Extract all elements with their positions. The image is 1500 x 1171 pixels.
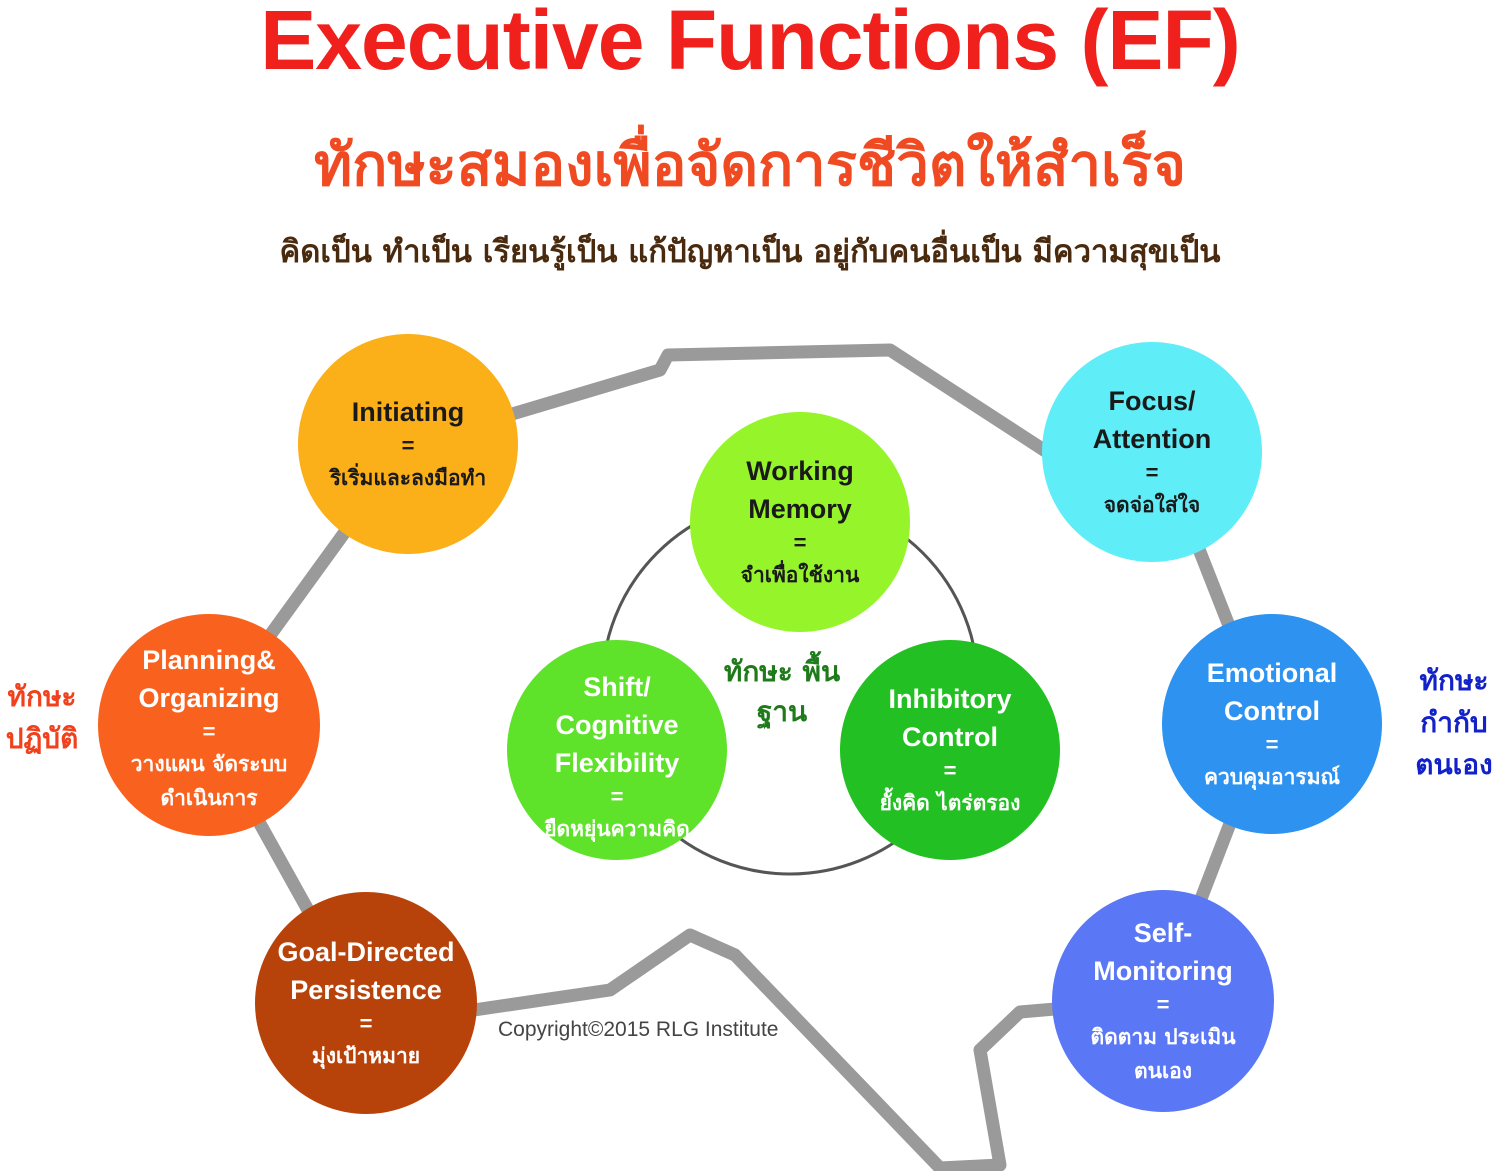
node-inhibitory-equals: = <box>943 758 957 783</box>
label-basic-skills: ทักษะ พื้นฐาน <box>723 655 841 728</box>
node-emotional-equals: = <box>1265 732 1279 757</box>
node-goal-name: Goal-Directed Persistence <box>277 937 455 1005</box>
node-self-monitoring-equals: = <box>1156 992 1170 1017</box>
node-focus-thai: จดจ่อใส่ใจ <box>1103 493 1201 517</box>
label-self-regulation-skills: ทักษะ กำกับ ตนเอง <box>1415 664 1493 781</box>
node-planning-equals: = <box>202 719 216 744</box>
tagline: คิดเป็น ทำเป็น เรียนรู้เป็น แก้ปัญหาเป็น… <box>279 234 1221 270</box>
node-shift-equals: = <box>610 784 624 809</box>
node-inhibitory-control: Inhibitory Control = ยั้งคิด ไตร่ตรอง <box>840 640 1060 860</box>
node-goal-equals: = <box>359 1011 373 1036</box>
node-shift: Shift/ Cognitive Flexibility = ยืดหยุ่นค… <box>507 640 727 860</box>
node-inhibitory-thai: ยั้งคิด ไตร่ตรอง <box>879 791 1021 815</box>
node-goal-directed-persistence: Goal-Directed Persistence = มุ่งเป้าหมาย <box>255 892 477 1114</box>
node-initiating-thai: ริเริ่มและลงมือทำ <box>329 466 487 490</box>
node-emotional-control: Emotional Control = ควบคุมอารมณ์ <box>1162 614 1382 834</box>
node-emotional-thai: ควบคุมอารมณ์ <box>1203 765 1341 789</box>
node-working-memory-thai: จำเพื่อใช้งาน <box>740 563 860 587</box>
node-shift-name: Shift/ Cognitive Flexibility <box>554 672 680 778</box>
page-title: Executive Functions (EF) <box>260 0 1241 87</box>
node-initiating-name: Initiating <box>351 397 465 427</box>
page-subtitle: ทักษะสมองเพื่อจัดการชีวิตให้สำเร็จ <box>314 131 1186 199</box>
node-self-monitoring-thai: ติดตาม ประเมินตนเอง <box>1090 1025 1236 1083</box>
node-initiating-equals: = <box>401 433 415 458</box>
node-inhibitory-name: Inhibitory Control <box>888 684 1012 752</box>
node-planning-thai: วางแผน จัดระบบ ดำเนินการ <box>130 752 288 810</box>
node-planning: Planning& Organizing = วางแผน จัดระบบ ดำ… <box>98 614 320 836</box>
node-focus-equals: = <box>1145 460 1159 485</box>
node-shift-thai: ยืดหยุ่นความคิด <box>544 817 690 841</box>
node-initiating: Initiating = ริเริ่มและลงมือทำ <box>298 334 518 554</box>
node-working-memory-name: Working Memory <box>746 456 854 524</box>
node-self-monitoring: Self- Monitoring = ติดตาม ประเมินตนเอง <box>1052 890 1274 1112</box>
node-emotional-name: Emotional Control <box>1206 658 1338 726</box>
node-planning-name: Planning& Organizing <box>138 645 280 713</box>
copyright-text: Copyright©2015 RLG Institute <box>498 1018 779 1041</box>
node-working-memory-equals: = <box>793 530 807 555</box>
node-focus-attention: Focus/ Attention = จดจ่อใส่ใจ <box>1042 342 1262 562</box>
node-working-memory: Working Memory = จำเพื่อใช้งาน <box>690 412 910 632</box>
label-practical-skills: ทักษะ ปฏิบัติ <box>5 680 79 755</box>
node-focus-name: Focus/ Attention <box>1092 386 1212 454</box>
node-self-monitoring-name: Self- Monitoring <box>1093 918 1233 986</box>
node-goal-thai: มุ่งเป้าหมาย <box>311 1044 421 1068</box>
